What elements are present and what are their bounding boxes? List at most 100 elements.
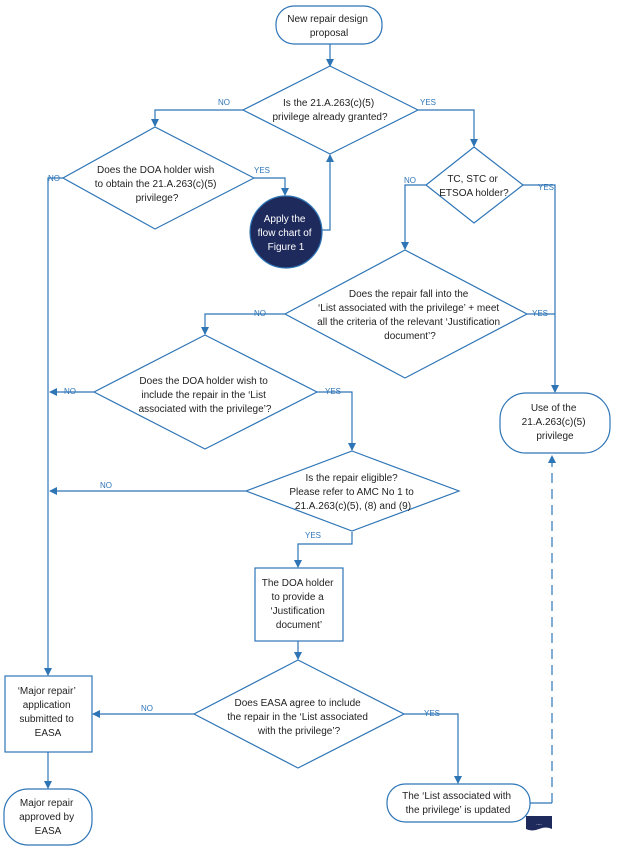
wish-include-decision (92, 334, 319, 450)
easa-agree-label: Does EASA agree to include the repair in… (227, 698, 370, 737)
wish-include-line-2: include the repair in the ‘List (141, 390, 266, 401)
label-obtain-no: NO (48, 174, 60, 183)
application-line-2: application (23, 700, 71, 711)
wish-obtain-line-1: Does the DOA holder wish (97, 165, 214, 176)
list-fall-line-2: ‘List associated with the privilege’ + m… (318, 303, 499, 314)
holder-line-1: TC, STC or (447, 174, 498, 185)
start-line-1: New repair design (287, 14, 368, 25)
approved-line-3: EASA (35, 826, 62, 837)
wish-include-line-1: Does the DOA holder wish to (139, 376, 268, 387)
apply-line-3: Figure 1 (268, 242, 305, 253)
edge-granted-no (151, 109, 243, 127)
eligible-decision (244, 450, 461, 532)
wish-obtain-line-3: privilege? (136, 193, 179, 204)
node-q-list-fall: Does the repair fall into the ‘List asso… (283, 249, 529, 379)
label-listfall-no: NO (254, 309, 266, 318)
node-q-wish-include: Does the DOA holder wish to include the … (92, 334, 319, 450)
edge-holder-no (401, 184, 426, 250)
use-privilege-terminator (499, 392, 611, 454)
label-eligible-yes: YES (305, 531, 321, 540)
edge-holder-yes (523, 184, 559, 393)
eligible-line-2: Please refer to AMC No 1 to (289, 487, 414, 498)
start-terminator (275, 5, 383, 45)
label-easa-no: NO (141, 704, 153, 713)
apply-figure-label: Apply the flow chart of Figure 1 (258, 214, 315, 253)
updated-line-1: The ‘List associated with (402, 791, 511, 802)
start-label: New repair design proposal (287, 14, 370, 39)
justification-label: The DOA holder to provide a ‘Justificati… (262, 578, 337, 631)
list-fall-line-1: Does the repair fall into the (349, 289, 469, 300)
list-fall-decision (283, 249, 529, 379)
label-easa-yes: YES (424, 709, 440, 718)
updated-line-2: the privilege’ is updated (406, 805, 511, 816)
approved-line-1: Major repair (20, 798, 74, 809)
apply-figure-circle (249, 195, 323, 269)
list-updated-terminator (386, 783, 531, 823)
granted-line-1: Is the 21.A.263(c)(5) (283, 98, 374, 109)
approved-line-2: approved by (19, 812, 74, 823)
easa-agree-decision (192, 659, 406, 769)
granted-decision (241, 65, 420, 155)
granted-line-2: privilege already granted? (272, 112, 388, 123)
easa-line-3: with the privilege’? (257, 726, 341, 737)
use-line-2: 21.A.263(c)(5) (522, 417, 586, 428)
list-updated-label: The ‘List associated with the privilege’… (402, 791, 514, 816)
edge-listfall-no (201, 313, 285, 335)
edge-include-yes (317, 391, 356, 451)
application-line-3: submitted to (19, 714, 74, 725)
justification-line-3: ‘Justification (270, 606, 324, 617)
connectors (44, 44, 559, 804)
justification-line-2: to provide a (271, 592, 324, 603)
major-approved-terminator (3, 788, 93, 846)
node-q-eligible: Is the repair eligible? Please refer to … (244, 450, 461, 532)
easa-line-1: Does EASA agree to include (235, 698, 362, 709)
edge-apply-granted (322, 154, 334, 231)
node-q-wish-obtain: Does the DOA holder wish to obtain the 2… (61, 126, 256, 230)
label-eligible-no: NO (100, 481, 112, 490)
use-line-3: privilege (536, 431, 574, 442)
justification-line-1: The DOA holder (262, 578, 334, 589)
list-fall-line-4: document’? (384, 331, 436, 342)
edge-eligible-yes (294, 532, 353, 568)
document-mark: .... (526, 816, 552, 831)
node-major-application: ‘Major repair’ application submitted to … (4, 675, 93, 753)
application-line-1: ‘Major repair’ (18, 686, 76, 697)
granted-label: Is the 21.A.263(c)(5) privilege already … (272, 98, 388, 123)
eligible-line-3: 21.A.263(c)(5), (8) and (9) (295, 501, 411, 512)
node-apply-figure: Apply the flow chart of Figure 1 (249, 195, 323, 269)
holder-label: TC, STC or ETSOA holder? (439, 174, 509, 199)
major-approved-label: Major repair approved by EASA (19, 798, 77, 837)
label-listfall-yes: YES (532, 309, 548, 318)
label-holder-yes: YES (538, 183, 554, 192)
edge-labels: NO YES YES NO NO YES NO YES NO YES NO YE… (48, 98, 554, 718)
wish-include-line-3: associated with the privilege’? (139, 404, 272, 415)
start-line-2: proposal (310, 28, 348, 39)
label-include-yes: YES (325, 387, 341, 396)
application-line-4: EASA (35, 728, 62, 739)
eligible-label: Is the repair eligible? Please refer to … (289, 473, 416, 512)
holder-line-2: ETSOA holder? (439, 188, 509, 199)
edge-easa-yes (404, 713, 462, 784)
node-q-easa-agree: Does EASA agree to include the repair in… (192, 659, 406, 769)
label-granted-no: NO (218, 98, 230, 107)
label-holder-no: NO (404, 176, 416, 185)
wish-obtain-label: Does the DOA holder wish to obtain the 2… (95, 165, 220, 204)
document-mark-text: .... (536, 821, 542, 827)
list-fall-label: Does the repair fall into the ‘List asso… (317, 289, 503, 342)
edge-obtain-yes (254, 177, 289, 196)
eligible-line-1: Is the repair eligible? (305, 473, 398, 484)
use-line-1: Use of the (531, 403, 577, 414)
wish-obtain-decision (61, 126, 256, 230)
easa-line-2: the repair in the ‘List associated (227, 712, 368, 723)
label-granted-yes: YES (420, 98, 436, 107)
label-obtain-yes: YES (254, 166, 270, 175)
list-fall-line-3: all the criteria of the relevant ‘Justif… (317, 317, 500, 328)
edge-obtain-no (44, 177, 63, 676)
edge-granted-yes (418, 109, 478, 147)
wish-include-label: Does the DOA holder wish to include the … (139, 376, 272, 415)
wish-obtain-line-2: to obtain the 21.A.263(c)(5) (95, 179, 217, 190)
node-use-privilege: Use of the 21.A.263(c)(5) privilege (499, 392, 611, 454)
node-start: New repair design proposal (275, 5, 383, 45)
